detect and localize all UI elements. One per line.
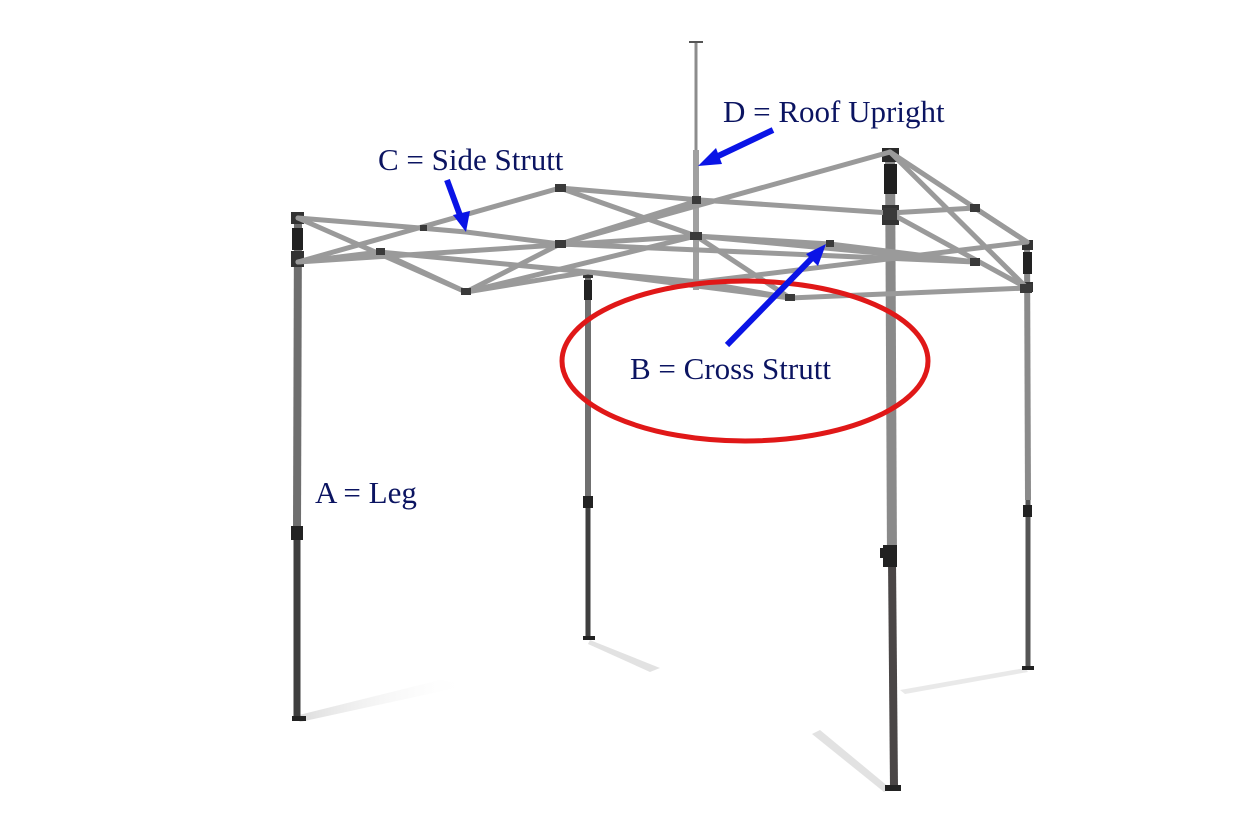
arrow-icon: [724, 244, 826, 348]
arrow-icon: [444, 178, 470, 232]
leg-back-right: [1022, 240, 1034, 670]
label-roof-upright: D = Roof Upright: [723, 94, 945, 129]
label-leg: A = Leg: [315, 475, 417, 510]
callout-arrows: [444, 127, 826, 348]
label-side-strutt: C = Side Strutt: [378, 142, 564, 177]
ground-shadows: [295, 640, 1028, 792]
leg-front-left: [291, 212, 306, 721]
label-cross-strutt: B = Cross Strutt: [630, 351, 831, 386]
leg-front-right: [880, 148, 901, 791]
highlight-ellipse: [559, 278, 931, 444]
roof-upright: [689, 41, 703, 290]
frame-joints: [376, 184, 1032, 301]
arrow-icon: [698, 127, 775, 166]
roof-frame: [295, 149, 1030, 301]
